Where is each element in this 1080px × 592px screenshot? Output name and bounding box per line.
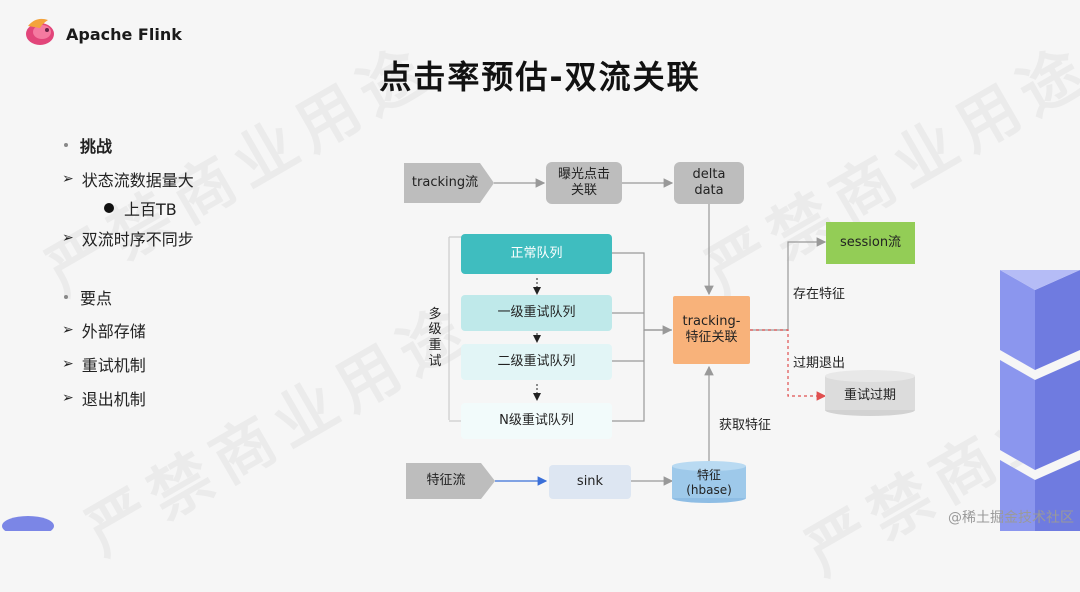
expired-cylinder-top: [825, 370, 915, 382]
arrow-bullet-icon: ➢: [62, 356, 74, 372]
keypoint-item-text: 重试机制: [81, 356, 146, 375]
decorative-cloud-icon: [2, 516, 54, 531]
normal-queue: 正常队列: [461, 234, 612, 274]
keypoint-item: ➢ 退出机制: [62, 386, 146, 410]
arrow-normal-to-join: [612, 252, 672, 331]
feature-hbase: 特征 (hbase): [686, 468, 732, 497]
challenge-item: ➢ 状态流数据量大: [62, 167, 194, 191]
exposure-click-join: 曝光点击 关联: [546, 162, 622, 204]
challenge-item: ➢ 双流时序不同步: [62, 226, 194, 250]
tracking-stream-shape: [404, 163, 494, 203]
retry-expired: 重试过期: [843, 387, 896, 403]
keypoint-item-text: 退出机制: [81, 390, 146, 409]
connector-retryn: [612, 330, 645, 422]
retry-queue-2: 二级重试队列: [461, 344, 612, 380]
tracking-feature-join: tracking- 特征关联: [673, 296, 750, 364]
challenge-heading-text: 挑战: [80, 137, 113, 156]
retry-queue-1: 一级重试队列: [461, 295, 612, 331]
keypoint-item: ➢ 外部存储: [62, 318, 146, 342]
keypoints-heading-text: 要点: [80, 289, 113, 308]
challenge-item-text: 状态流数据量大: [81, 171, 194, 190]
brand-name: Apache Flink: [66, 25, 182, 44]
arrow-join-to-expired: [750, 329, 827, 401]
hbase-cylinder-body: [672, 466, 746, 498]
filled-circle-icon: [104, 203, 114, 213]
arrow-bullet-icon: ➢: [62, 171, 74, 187]
tracking-stream: tracking流: [411, 174, 479, 190]
hbase-cylinder-top: [672, 461, 746, 471]
retry-queue-n: N级重试队列: [461, 403, 612, 439]
challenge-sub-item: 上百TB: [104, 196, 177, 220]
feature-stream: 特征流: [426, 472, 466, 488]
has-feature-label: 存在特征: [793, 287, 846, 302]
expired-exit-label: 过期退出: [793, 356, 846, 371]
diagram-connectors: [404, 163, 915, 503]
bullet-dot-icon: [64, 295, 68, 299]
challenge-sub-text: 上百TB: [124, 200, 177, 219]
challenge-heading: 挑战: [64, 133, 112, 157]
flink-logo-icon: [26, 18, 54, 45]
arrow-bullet-icon: ➢: [62, 322, 74, 338]
footer-watermark: @稀土掘金技术社区: [948, 510, 1074, 526]
delta-data: delta data: [674, 162, 744, 204]
keypoint-item-text: 外部存储: [81, 322, 146, 341]
challenge-item-text: 双流时序不同步: [81, 230, 194, 249]
get-feature-label: 获取特征: [719, 418, 772, 433]
session-stream: session流: [826, 222, 915, 264]
decorative-cubes-icon: [1000, 270, 1080, 531]
keypoints-heading: 要点: [64, 285, 112, 309]
multi-retry-label: 多 级 重 试: [428, 306, 442, 369]
slide-title: 点击率预估-双流关联: [379, 58, 701, 96]
keypoint-item: ➢ 重试机制: [62, 352, 146, 376]
sink: sink: [549, 465, 631, 499]
arrow-bullet-icon: ➢: [62, 230, 74, 246]
arrow-bullet-icon: ➢: [62, 390, 74, 406]
bullet-dot-icon: [64, 143, 68, 147]
feature-stream-shape: [406, 463, 495, 499]
